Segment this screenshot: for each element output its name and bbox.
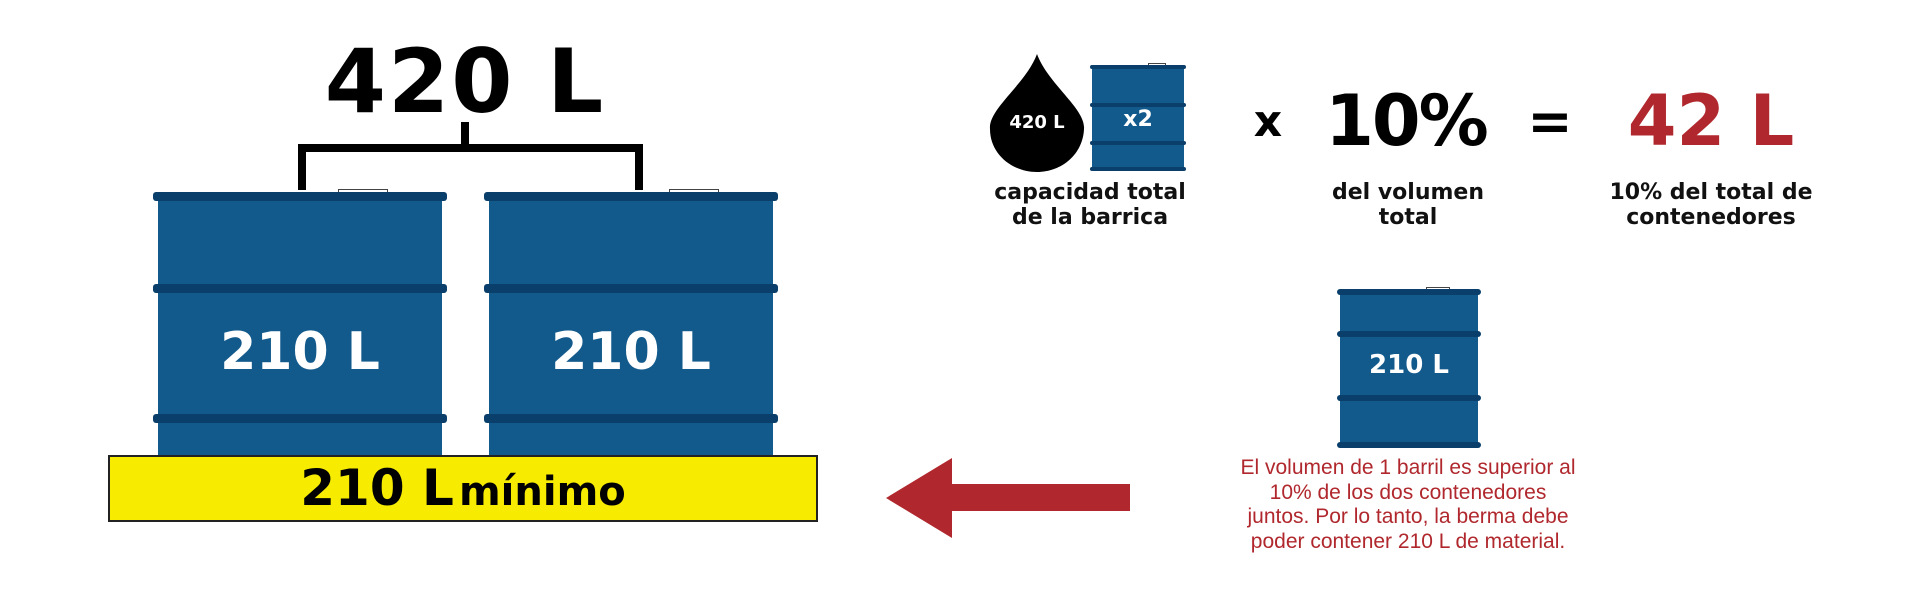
percent-value: 10% [1325,80,1489,162]
caption-line: total [1378,205,1438,230]
explanation-line: 10% de los dos contenedores [1269,480,1547,504]
explanation-line: juntos. Por lo tanto, la berma debe [1247,505,1569,528]
caption-line: del volumen [1331,180,1485,205]
caption-line: contenedores [1626,205,1796,230]
caption-line: de la barrica [1011,205,1169,230]
caption-capacity: capacidad total de la barrica [994,180,1186,230]
berm-volume: 210 L [300,459,454,517]
barrel-label: 210 L [1369,350,1449,380]
barrel-label: 210 L [551,322,711,382]
explanation-line: El volumen de 1 barril es superior al [1240,456,1576,479]
barrel-x2: x2 [1090,63,1186,171]
caption-line: capacidad total [994,180,1186,205]
explanation-text: El volumen de 1 barril es superior al 10… [1241,456,1576,554]
caption-result: 10% del total de contenedores [1609,180,1812,230]
total-capacity-label: 420 L [324,30,606,133]
drop-label: 420 L [1009,112,1065,133]
oil-drop-icon [989,54,1085,172]
multiplier-label: x2 [1123,107,1153,132]
caption-line: 10% del total de [1609,180,1813,205]
explanation-line: poder contener 210 L de material. [1250,529,1566,553]
times-sign: x [1253,96,1283,147]
result-value: 42 L [1627,80,1795,162]
berm-suffix: mínimo [458,469,626,515]
barrel-label: 210 L [220,322,380,382]
caption-volume: del volumen total [1332,180,1484,230]
barrel-single: 210 L [1337,287,1481,448]
equals-sign: = [1527,90,1573,153]
arrow-left-icon [886,458,1130,538]
berm-bar: 210 L mínimo [108,455,818,522]
barrel-left: 210 L [153,189,447,458]
barrel-right: 210 L [484,189,778,458]
